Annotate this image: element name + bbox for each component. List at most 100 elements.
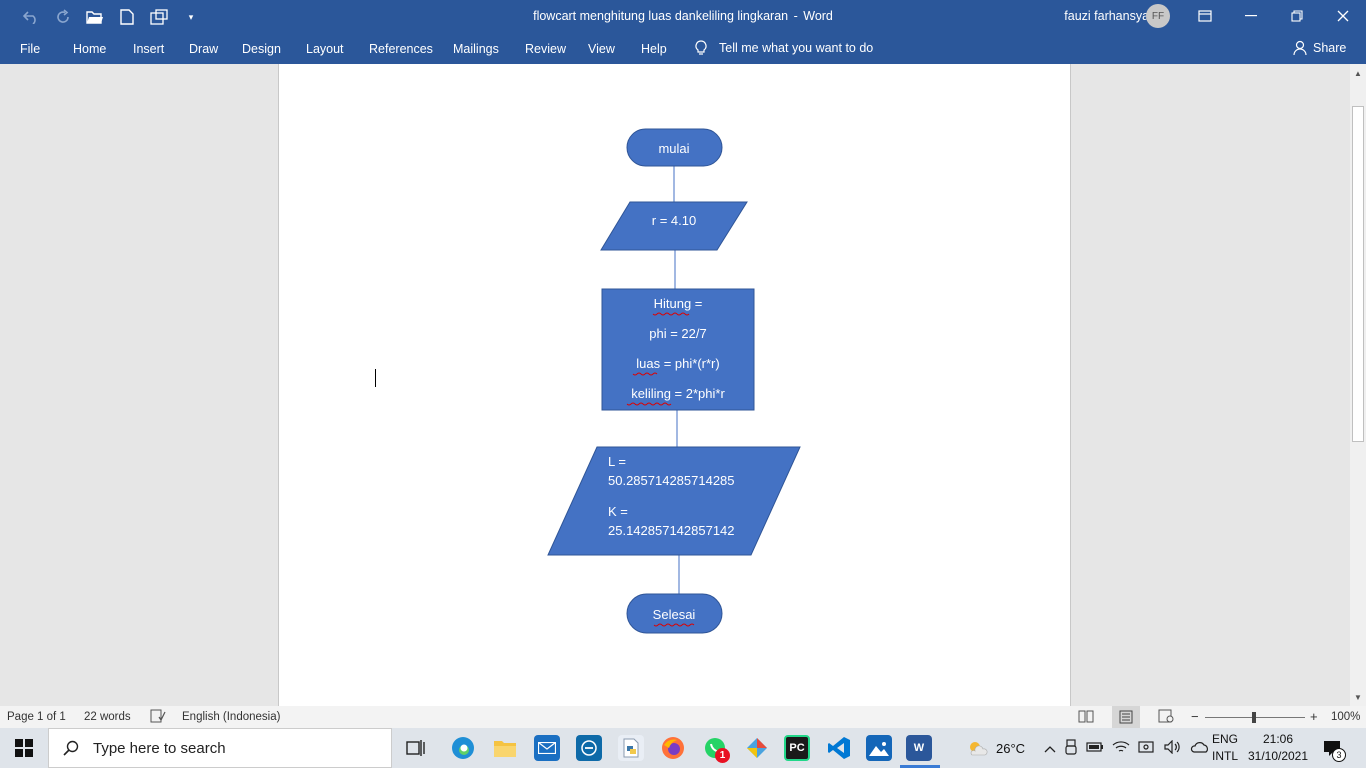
active-app-indicator [900,765,940,768]
action-center-icon[interactable]: 3 [1322,728,1346,768]
end-terminator[interactable]: Selesai [626,593,723,634]
search-placeholder: Type here to search [93,739,226,757]
tab-mailings[interactable]: Mailings [453,42,499,56]
tab-layout[interactable]: Layout [306,42,344,56]
tray-chevron-up-icon[interactable] [1044,741,1056,756]
process-box[interactable]: Hitung = phi = 22/7 luas = phi*(r*r) kel… [601,288,755,411]
tab-home[interactable]: Home [73,42,107,56]
photos-icon[interactable] [866,735,892,761]
user-name[interactable]: fauzi farhansyah [1064,9,1156,23]
redo-icon[interactable] [52,6,74,28]
title-separator: - [793,9,798,23]
python-file-icon[interactable] [618,735,644,761]
tell-me-box[interactable]: Tell me what you want to do [695,40,873,56]
vscode-icon[interactable] [826,735,852,761]
task-view-icon[interactable] [403,735,429,761]
restore-icon[interactable] [1274,0,1320,32]
tab-design[interactable]: Design [242,42,281,56]
firefox-icon[interactable] [660,735,686,761]
scroll-up-icon[interactable]: ▲ [1354,68,1362,78]
document-name: flowcart menghitung luas dankeliling lin… [533,9,789,23]
file-explorer-icon[interactable] [492,735,518,761]
ribbon-display-options-icon[interactable] [1182,0,1228,32]
spelling-underline [626,402,672,406]
tab-review[interactable]: Review [525,42,566,56]
lightbulb-icon [695,40,707,55]
print-layout-icon[interactable] [1112,706,1140,728]
spelling-underline [653,623,695,627]
output-parallelogram[interactable]: L = 50.285714285714285 K = 25.1428571428… [547,446,801,556]
tab-help[interactable]: Help [641,42,667,56]
input-parallelogram[interactable]: r = 4.10 [600,201,748,251]
mail-icon[interactable] [534,735,560,761]
whatsapp-icon[interactable]: 1 [702,735,730,763]
start-terminator[interactable]: mulai [626,128,723,167]
wifi-icon[interactable] [1112,740,1130,757]
taskbar-search-box[interactable]: Type here to search [48,728,392,768]
web-layout-icon[interactable] [1158,709,1174,726]
scroll-down-icon[interactable]: ▼ [1354,692,1362,702]
touch-mode-icon[interactable] [148,6,170,28]
edge-icon[interactable] [450,735,476,761]
minimize-icon[interactable] [1228,0,1274,32]
network-device-icon[interactable] [1138,740,1156,757]
input-language-indicator[interactable]: ENG INTL [1212,728,1238,768]
onedrive-cloud-icon[interactable] [1190,741,1210,756]
clock-time: 21:06 [1262,732,1294,746]
undo-icon[interactable] [20,6,42,28]
quick-access-toolbar: ▾ [20,6,202,28]
zoom-in-button[interactable]: + [1310,709,1318,724]
read-mode-icon[interactable] [1078,709,1094,726]
remote-app-icon[interactable] [576,735,602,761]
avatar[interactable]: FF [1146,4,1170,28]
zoom-slider-thumb[interactable] [1252,712,1256,723]
flowchart: mulai r = 4.10 Hitung = phi = 22/7 luas … [547,128,801,634]
tell-me-label: Tell me what you want to do [719,41,874,55]
language-code: ENG [1212,732,1239,746]
tab-draw[interactable]: Draw [189,42,219,56]
share-button[interactable]: Share [1293,40,1346,56]
page-count[interactable]: Page 1 of 1 [7,711,66,723]
process-line-4: keliling = 2*phi*r [631,386,725,401]
whatsapp-badge: 1 [715,748,730,763]
language-indicator[interactable]: English (Indonesia) [182,711,281,723]
notification-count: 3 [1332,748,1346,762]
tab-view[interactable]: View [588,42,615,56]
git-kraken-icon[interactable] [744,735,770,761]
output-line-1: L = [608,454,626,469]
word-count[interactable]: 22 words [84,711,131,723]
zoom-level[interactable]: 100% [1331,711,1361,723]
new-document-icon[interactable] [116,6,138,28]
customize-toolbar-icon[interactable]: ▾ [188,11,194,22]
usb-device-icon[interactable] [1064,738,1078,758]
tab-file[interactable]: File [20,42,41,56]
document-canvas: mulai r = 4.10 Hitung = phi = 22/7 luas … [0,64,1350,706]
output-line-3: K = [608,504,628,519]
battery-icon[interactable] [1086,741,1104,756]
app-name: Word [803,9,833,23]
close-icon[interactable] [1320,0,1366,32]
process-line-2: phi = 22/7 [649,326,706,341]
output-line-4: 25.142857142857142 [608,523,735,538]
weather-temperature: 26°C [996,740,1026,756]
search-icon [63,740,79,756]
clock-date: 31/10/2021 [1247,749,1309,763]
weather-icon [970,742,988,756]
scrollbar-thumb[interactable] [1352,106,1364,442]
tab-insert[interactable]: Insert [133,42,165,56]
proofing-icon[interactable] [150,709,166,726]
clock[interactable]: 21:06 31/10/2021 [1246,728,1310,768]
volume-icon[interactable] [1164,739,1182,757]
output-line-2: 50.285714285714285 [608,473,735,488]
open-folder-icon[interactable] [84,6,106,28]
zoom-out-button[interactable]: − [1191,709,1199,724]
tab-references[interactable]: References [369,42,433,56]
input-label: r = 4.10 [652,213,696,228]
weather-widget[interactable]: 26°C [966,728,1025,768]
windows-start-icon[interactable] [0,728,48,768]
vertical-scrollbar[interactable]: ▲ ▼ [1350,64,1366,706]
process-line-1: Hitung = [654,296,703,311]
start-label: mulai [658,141,689,156]
pycharm-icon[interactable]: PC [784,735,810,761]
word-taskbar-icon[interactable]: W [906,735,932,761]
